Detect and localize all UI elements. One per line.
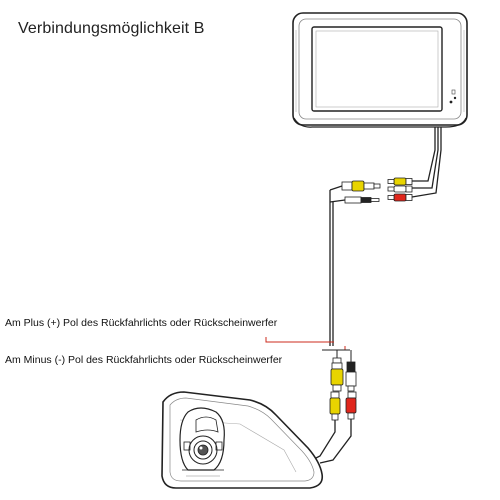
page-title: Verbindungsmöglichkeit B — [18, 20, 205, 37]
camera-cable — [311, 419, 352, 464]
plus-pole-label: Am Plus (+) Pol des Rückfahrlichts oder … — [5, 317, 278, 329]
monitor-icon — [292, 12, 468, 128]
camera-housing-icon — [161, 391, 324, 489]
camera-plug-cluster — [329, 357, 357, 421]
extension-plug-cluster — [329, 180, 381, 204]
monitor-cable — [411, 127, 442, 198]
extension-cable — [329, 190, 334, 346]
minus-pole-label: Am Minus (-) Pol des Rückfahrlichts oder… — [5, 354, 283, 366]
monitor-plug-cluster — [387, 177, 413, 202]
